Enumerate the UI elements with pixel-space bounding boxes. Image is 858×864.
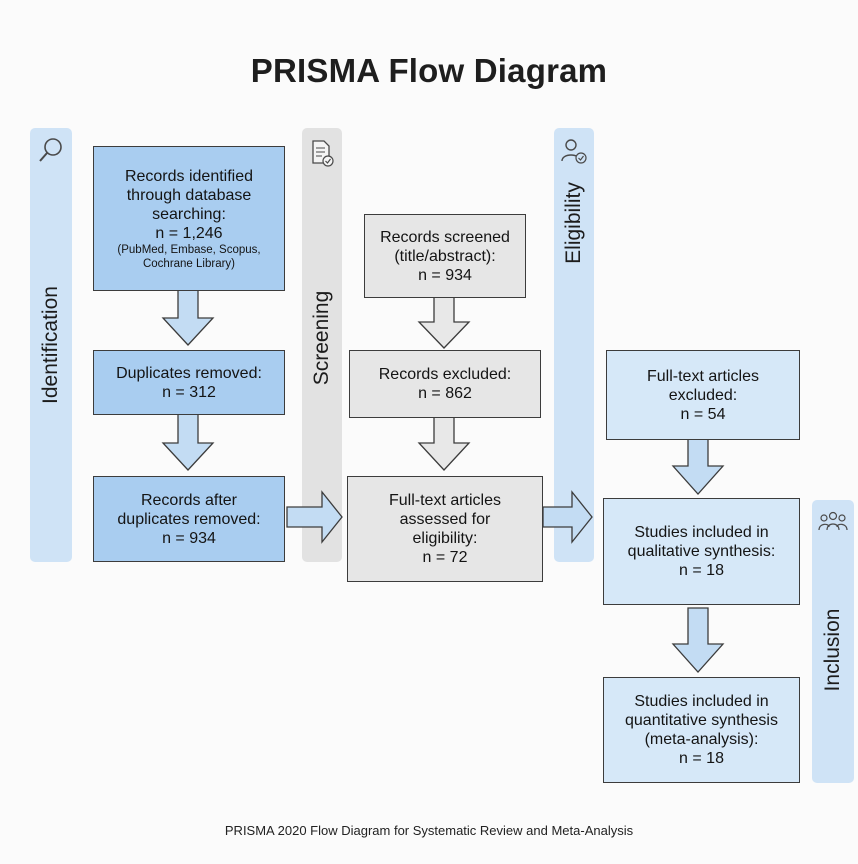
- box-fulltext-assessed: Full-text articles assessed for eligibil…: [347, 476, 543, 582]
- box-line: through database: [126, 186, 252, 204]
- box-records-screened: Records screened (title/abstract): n = 9…: [364, 214, 526, 298]
- box-line: n = 934: [162, 529, 216, 547]
- arrow-after-to-fulltext: [286, 490, 343, 544]
- box-records-after-duplicates: Records after duplicates removed: n = 93…: [93, 476, 285, 562]
- box-line: Records after: [140, 491, 238, 509]
- arrow-fulltext-to-qualitative: [542, 490, 593, 544]
- box-line: Studies included in: [634, 524, 769, 541]
- box-line: searching:: [152, 205, 226, 223]
- box-records-identified: Records identified through database sear…: [93, 146, 285, 291]
- phase-eligibility: Eligibility: [554, 128, 594, 562]
- box-line: Records identified: [124, 167, 254, 185]
- arrow-qualitative-to-quantitative: [671, 607, 725, 673]
- box-qualitative-synthesis: Studies included in qualitative synthesi…: [603, 498, 800, 605]
- document-check-icon: [309, 138, 335, 173]
- box-line: n = 54: [680, 405, 726, 423]
- box-line: duplicates removed:: [117, 510, 261, 528]
- arrow-duplicates-to-after: [161, 413, 215, 471]
- box-line: n = 1,246: [155, 224, 223, 242]
- box-line: Records excluded:: [378, 366, 512, 383]
- box-line: assessed for: [399, 511, 491, 528]
- box-line: Studies included in: [634, 693, 769, 710]
- box-line: Full-text articles: [646, 367, 760, 385]
- phase-identification: Identification: [30, 128, 72, 562]
- arrow-excluded-to-fulltext: [417, 416, 471, 471]
- diagram-title: PRISMA Flow Diagram: [250, 52, 608, 89]
- box-line: n = 72: [422, 549, 468, 566]
- box-line: Full-text articles: [388, 492, 502, 509]
- user-check-icon: [560, 136, 588, 171]
- diagram-caption: PRISMA 2020 Flow Diagram for Systematic …: [224, 823, 634, 838]
- box-line: (meta-analysis):: [644, 731, 759, 748]
- phase-inclusion: Inclusion: [812, 500, 854, 783]
- box-duplicates-removed: Duplicates removed: n = 312: [93, 350, 285, 415]
- box-line: (title/abstract):: [394, 247, 496, 265]
- box-note: (PubMed, Embase, Scopus,: [117, 243, 261, 256]
- magnifier-icon: [37, 136, 65, 171]
- box-line: n = 18: [679, 750, 724, 767]
- box-quantitative-synthesis: Studies included in quantitative synthes…: [603, 677, 800, 783]
- box-line: qualitative synthesis:: [627, 543, 776, 560]
- box-line: n = 18: [679, 562, 724, 579]
- arrow-excluded-to-qualitative: [671, 438, 725, 495]
- box-line: Duplicates removed:: [116, 364, 262, 382]
- box-line: Records screened: [380, 228, 510, 246]
- box-line: n = 312: [162, 383, 216, 401]
- group-icon: [817, 510, 849, 537]
- box-note: Cochrane Library): [142, 257, 236, 270]
- box-line: excluded:: [668, 386, 738, 404]
- box-line: eligibility:: [412, 530, 478, 547]
- box-records-excluded: Records excluded: n = 862: [349, 350, 541, 418]
- box-fulltext-excluded: Full-text articles excluded: n = 54: [606, 350, 800, 440]
- box-line: quantitative synthesis: [625, 712, 778, 729]
- box-line: n = 862: [418, 385, 472, 402]
- arrow-screened-to-excluded: [417, 296, 471, 349]
- phase-screening: Screening: [302, 128, 342, 562]
- box-line: n = 934: [418, 266, 472, 284]
- arrow-identified-to-duplicates: [161, 289, 215, 346]
